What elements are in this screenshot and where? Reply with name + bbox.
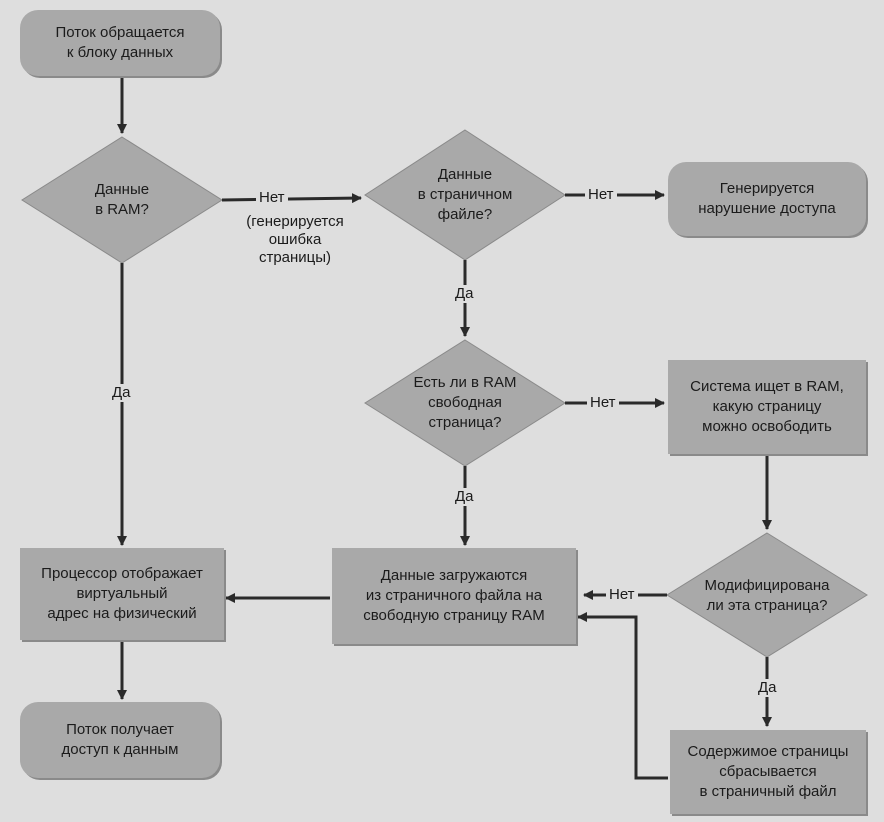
node-access-violation: Генерируется нарушение доступа [668,162,866,236]
node-thread-gets-access: Поток получает доступ к данным [20,702,220,778]
label-data-in-pagefile: Данные в страничном файле? [417,166,513,223]
edge-label-free-yes: Да [452,488,477,506]
node-cpu-maps: Процессор отображает виртуальный адрес н… [20,548,224,640]
edge-label-ram-yes: Да [109,384,134,402]
node-thread-access: Поток обращается к блоку данных [20,10,220,76]
edge-label-modified-yes: Да [755,679,780,697]
edge-label-free-no: Нет [587,394,619,412]
node-system-searches: Система ищет в RAM, какую страницу можно… [668,360,866,454]
label-free-page: Есть ли в RAM свободная страница? [413,374,517,431]
edge-label-modified-no: Нет [606,586,638,604]
label-data-in-ram: Данные в RAM? [94,181,150,218]
arrow-flush-to-load [577,612,668,780]
edge-label-pagefile-no: Нет [585,186,617,204]
edge-label-ram-no: Нет [256,189,288,207]
label-page-modified: Модифицирована ли эта страница? [704,577,830,614]
edge-label-pagefile-yes: Да [452,285,477,303]
edge-label-page-fault-note: (генерируется ошибка страницы) [246,213,344,266]
node-data-loaded: Данные загружаются из страничного файла … [332,548,576,644]
node-page-flushed: Содержимое страницы сбрасывается в стран… [670,730,866,814]
arrow-ram-no [221,193,362,204]
